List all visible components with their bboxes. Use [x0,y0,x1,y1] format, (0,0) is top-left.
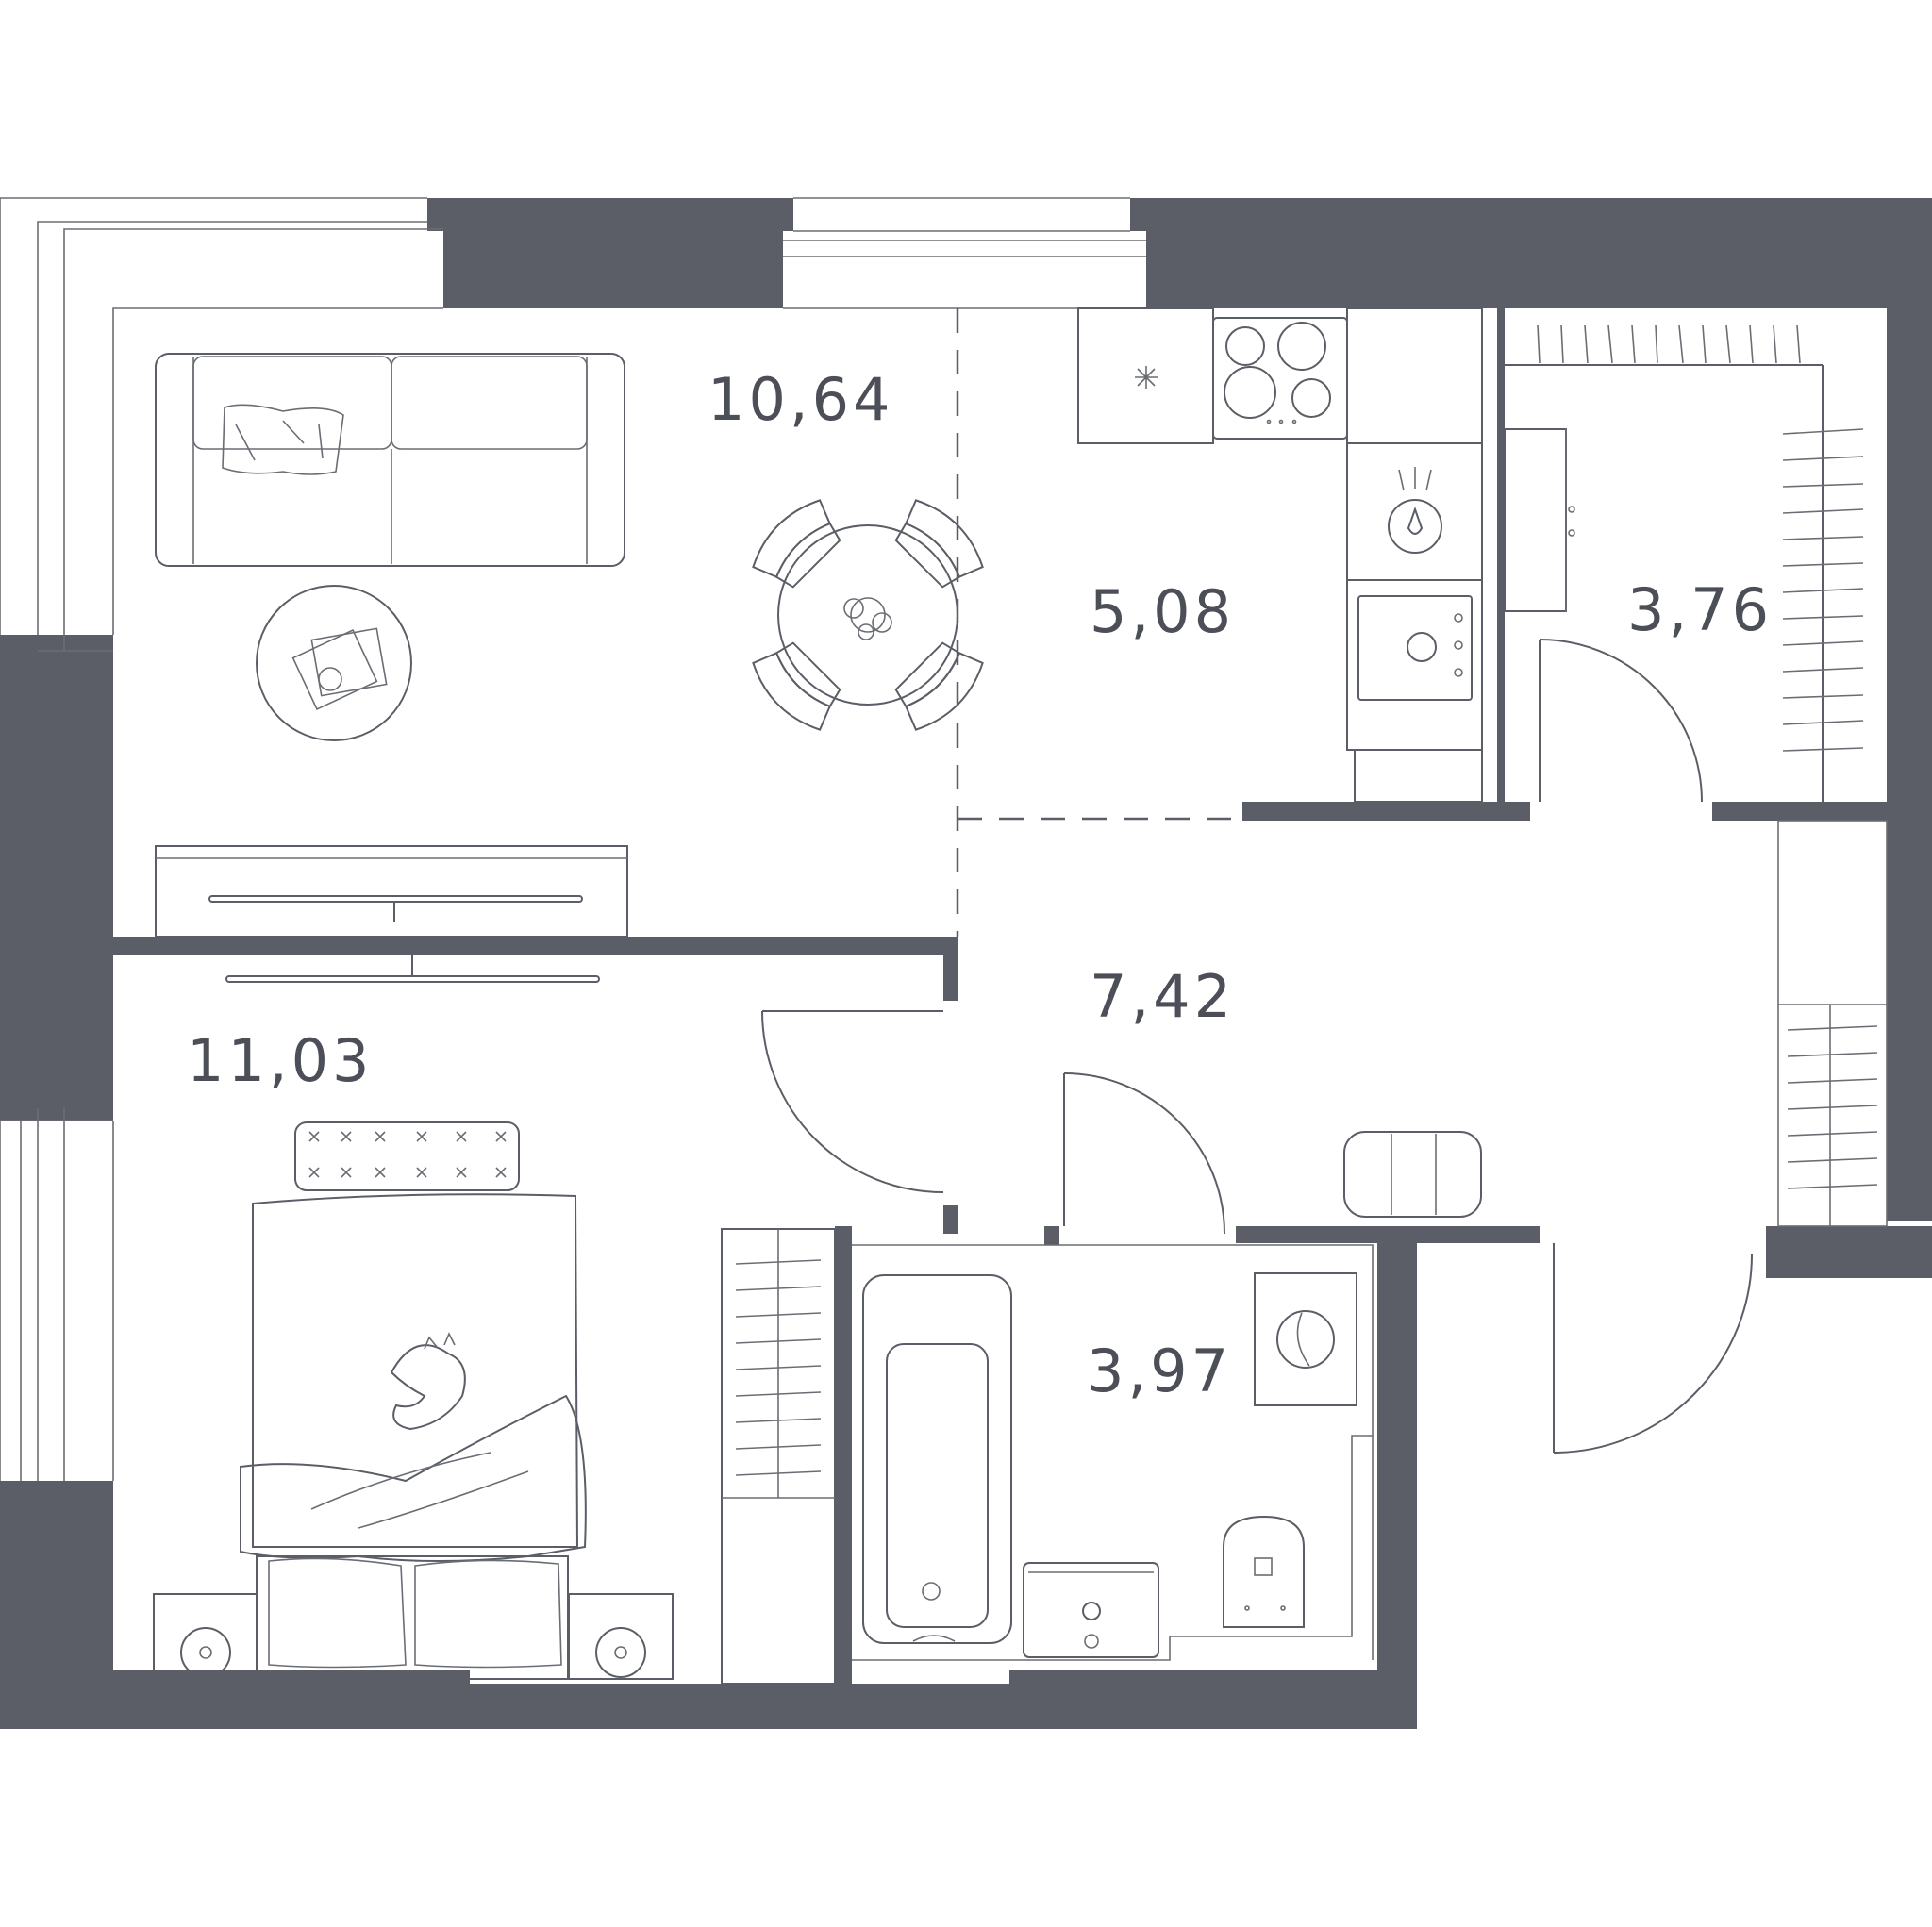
kitchen-area-label: 5,08 [1090,577,1235,646]
toilet-icon [1223,1515,1305,1628]
wardrobe-area-label: 3,76 [1627,575,1773,644]
washbasin-icon [1023,1562,1159,1658]
bedroom-closet [721,1228,836,1685]
kitchen-counter [1077,307,1483,803]
coffee-table-icon [256,585,412,741]
oven-icon [1357,595,1473,701]
doors [761,639,1753,1454]
windows [0,197,1888,1481]
walls [0,198,1932,1729]
wardrobe-rail-icon [1504,324,1864,802]
sofa-icon [155,353,625,567]
washing-machine-icon [1254,1272,1357,1406]
dining-table-icon [752,499,984,731]
bathtub-icon [862,1274,1012,1644]
living-room-area-label: 10,64 [708,365,894,434]
hall-closet [1778,1004,1887,1226]
bathroom-area-label: 3,97 [1087,1337,1232,1405]
nightstand-icon [153,1593,674,1680]
cooktop-icon [1212,317,1348,440]
bedroom-area-label: 11,03 [187,1026,374,1095]
tv-unit-icon [155,845,628,983]
sink-icon [1388,467,1442,554]
hall-area-label: 7,42 [1090,962,1235,1031]
pouf-icon [1343,1131,1482,1218]
bathroom-outline [852,1244,1374,1661]
bed-icon [240,1193,587,1680]
area-labels: 10,64 5,08 3,76 7,42 11,03 3,97 [187,365,1773,1405]
headboard-pillow-icon [294,1121,520,1191]
